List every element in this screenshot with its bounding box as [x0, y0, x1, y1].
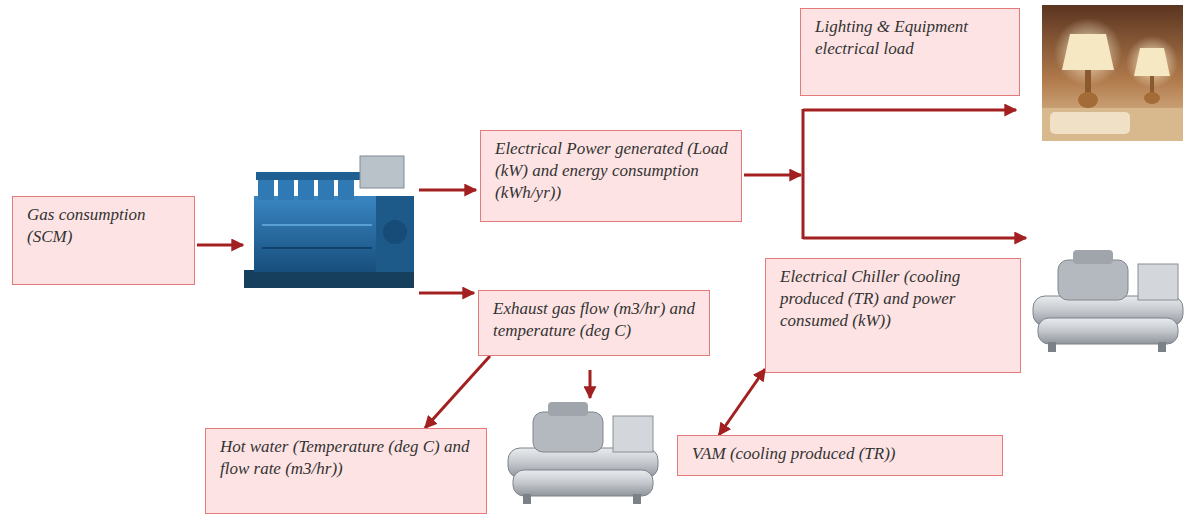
generator-engine-part	[278, 178, 294, 200]
generator-engine-part	[298, 178, 314, 200]
box-text: Electrical Chiller (cooling produced (TR…	[780, 266, 1010, 332]
box-text: VAM (cooling produced (TR))	[692, 443, 992, 465]
room-photo-part	[1078, 92, 1098, 108]
process-box: Lighting & Equipment electrical load	[800, 8, 1020, 96]
generator-engine-part	[262, 247, 372, 249]
box-text: Lighting & Equipment electrical load	[815, 16, 1009, 60]
room-photo-part	[1042, 108, 1183, 141]
generator-engine-part	[338, 178, 354, 200]
process-box: Hot water (Temperature (deg C) and flow …	[205, 428, 487, 514]
flow-arrow-part	[589, 370, 592, 398]
room-photo	[1042, 5, 1183, 141]
process-box: Exhaust gas flow (m3/hr) and temperature…	[478, 290, 710, 356]
flow-connector	[719, 369, 765, 435]
vam-chiller-picture-part	[508, 402, 658, 504]
flow-arrow-part	[419, 189, 476, 192]
room-photo-part	[1150, 76, 1154, 94]
flow-arrow	[197, 109, 1026, 398]
process-box: Gas consumption (SCM)	[12, 196, 195, 285]
flow-arrow-part	[419, 292, 474, 295]
box-text: Gas consumption (SCM)	[27, 204, 184, 248]
room-photo-part	[1062, 34, 1114, 70]
generator-engine-part	[318, 178, 334, 200]
generator-engine-part	[376, 196, 414, 272]
room-photo-part	[1085, 70, 1091, 94]
flow-connector	[425, 356, 490, 428]
generator-engine-part	[256, 172, 360, 180]
generator-engine	[244, 156, 414, 288]
flow-arrow-part	[197, 244, 243, 247]
box-text: Exhaust gas flow (m3/hr) and temperature…	[493, 298, 699, 342]
process-box: VAM (cooling produced (TR))	[677, 435, 1003, 476]
flow-arrow-part	[744, 174, 801, 177]
flow-arrow-part	[803, 237, 1026, 240]
flow-arrow-part	[802, 109, 805, 239]
room-photo-part	[1134, 48, 1170, 76]
room-photo-part	[1050, 112, 1130, 134]
generator-engine-part	[254, 196, 378, 272]
process-box: Electrical Chiller (cooling produced (TR…	[765, 258, 1021, 373]
generator-engine-part	[258, 178, 274, 200]
room-photo-part	[1144, 92, 1160, 104]
generator-engine-part	[244, 270, 414, 288]
electrical-chiller-picture-part	[1033, 250, 1183, 352]
vam-chiller-picture	[508, 402, 658, 504]
generator-engine-part	[383, 220, 407, 244]
room-photo-part	[1042, 5, 1183, 141]
generator-engine-part	[360, 156, 404, 188]
box-text: Electrical Power generated (Load (kW) an…	[495, 138, 731, 204]
box-text: Hot water (Temperature (deg C) and flow …	[220, 436, 476, 480]
electrical-chiller-picture	[1033, 250, 1183, 352]
process-box: Electrical Power generated (Load (kW) an…	[480, 130, 742, 222]
generator-engine-part	[262, 224, 372, 226]
flow-arrow-part	[803, 109, 1016, 112]
